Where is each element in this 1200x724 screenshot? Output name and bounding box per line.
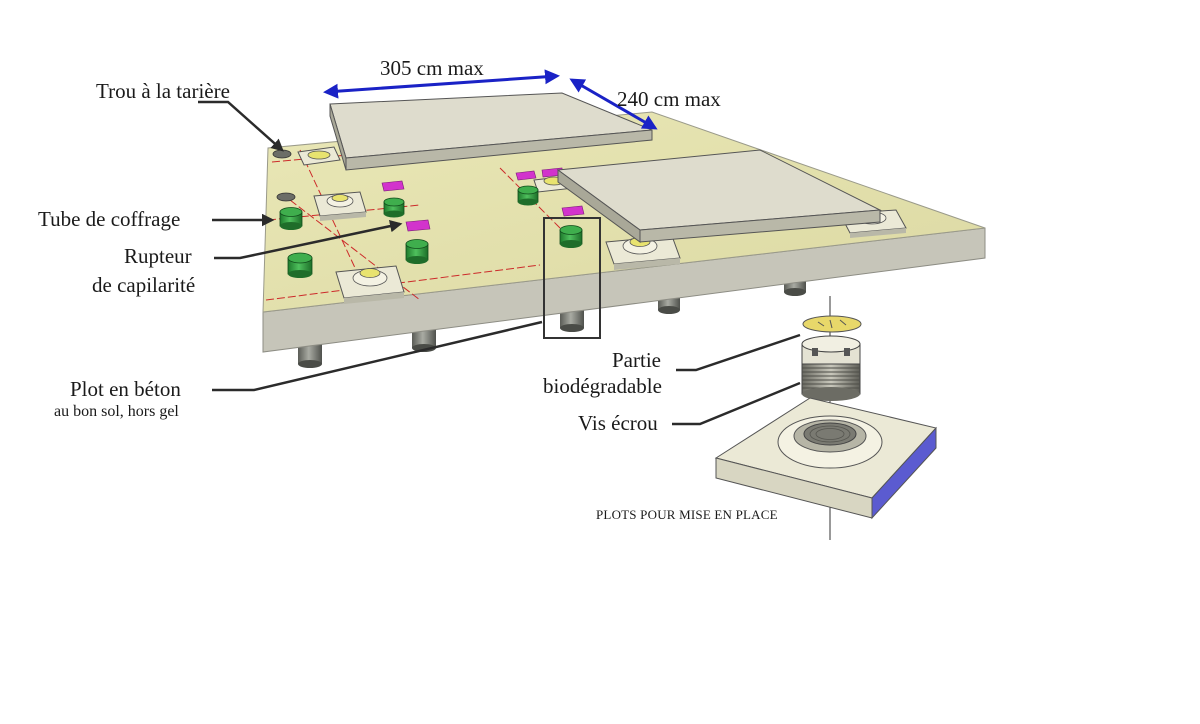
detail-caption: PLOTS POUR MISE EN PLACE [596,507,778,522]
pad-detail [714,296,937,540]
floor-panel-2 [556,149,882,243]
leader-lines [198,100,801,426]
capillary-break-label-line2: de capilarité [92,273,195,297]
pad-1 [297,146,341,166]
pad-base [714,397,937,520]
auger-hole-label: Trou à la tarière [96,79,230,103]
dimension-length-label: 305 cm max [380,56,484,80]
screw-nut-label: Vis écrou [578,411,658,435]
biodegradable-label-line2: biodégradable [543,374,662,398]
concrete-pad-label-line1: Plot en béton [70,377,181,401]
auger-holes [272,149,296,202]
screw-nut [801,335,861,401]
dimension-arrow-width [569,78,658,130]
pad-4 [605,235,681,270]
dimension-width-label: 240 cm max [617,87,721,111]
tube-3 [405,239,429,264]
concrete-pad-label-line2: au bon sol, hors gel [54,403,179,420]
tube-4 [287,252,313,278]
pad-2 [313,191,367,221]
formwork-tubes [279,185,583,278]
pad-3 [335,265,405,304]
highlight-box [543,217,601,339]
tube-1 [279,207,303,230]
tube-6 [559,225,583,248]
capillary-break-label-line1: Rupteur [124,244,192,268]
biodegradable-label-line1: Partie [612,348,661,372]
dimension-arrow-length [323,69,560,99]
tube-5 [517,185,539,206]
biodegradable-disc [802,315,862,333]
formwork-tube-label: Tube de coffrage [38,207,180,231]
capillary-breaks [381,167,585,232]
tube-2 [383,197,405,218]
